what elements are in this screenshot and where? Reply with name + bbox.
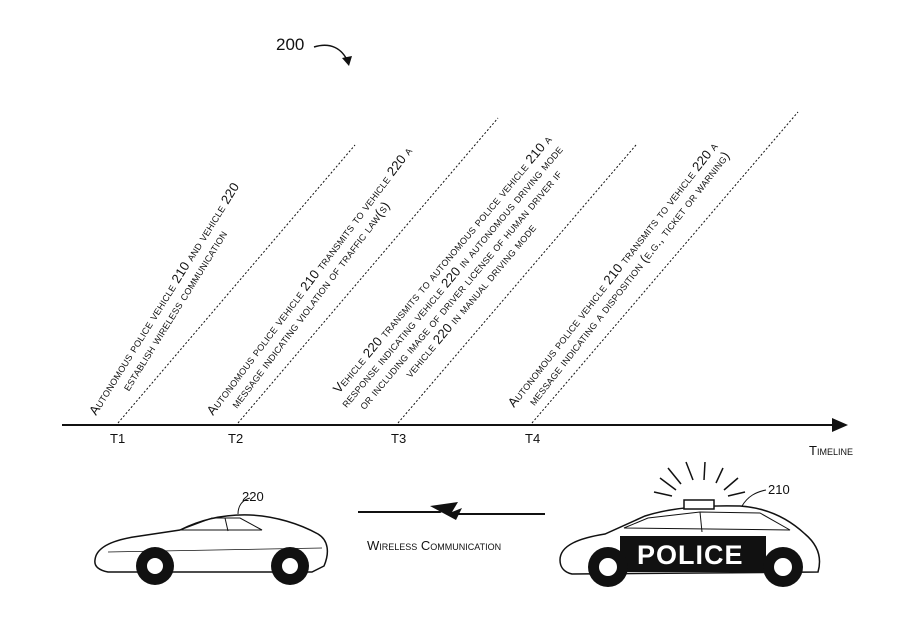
tick-t3: T3 — [391, 431, 406, 446]
event-1-dotted-line — [117, 144, 356, 424]
tick-t1: T1 — [110, 431, 125, 446]
timeline-arrowhead — [832, 418, 848, 432]
police-front-hub — [772, 556, 794, 578]
car-windows — [179, 517, 263, 531]
civilian-car-220 — [94, 497, 329, 585]
car-rear-hub — [145, 556, 165, 576]
event-1-line-2: establish wireless communication — [119, 227, 230, 393]
tick-t2: T2 — [228, 431, 243, 446]
figure-ref-arrowhead — [342, 56, 352, 66]
police-text: POLICE — [637, 540, 744, 570]
police-car-210: POLICE — [559, 461, 821, 587]
event-3-line-1: Vehicle 220 transmits to autonomous poli… — [330, 132, 555, 396]
police-banner — [620, 536, 766, 572]
event-4-line-2: message indicating a disposition (e.g., … — [525, 148, 733, 408]
civilian-car-ref-label: 220 — [242, 489, 264, 504]
wireless-label: Wireless Communication — [367, 538, 501, 553]
car-front-hub — [280, 556, 300, 576]
lightning-icon — [430, 502, 462, 520]
car-ref-leader — [237, 497, 251, 515]
timeline-label: Timeline — [809, 443, 853, 458]
car-pillar — [224, 517, 229, 532]
police-rear-hub — [597, 556, 619, 578]
tick-t4: T4 — [525, 431, 540, 446]
police-car-ref-label: 210 — [768, 482, 790, 497]
light-bar-icon — [683, 499, 715, 510]
figure-ref-arrow — [313, 44, 349, 63]
event-3-dotted-line — [397, 144, 637, 424]
event-1-line-1: Autonomous police vehicle 210 and vehicl… — [86, 180, 242, 418]
event-4-dotted-line — [531, 111, 799, 424]
siren-rays-icon — [653, 461, 746, 497]
police-ref-leader — [741, 489, 767, 507]
figure-ref-label: 200 — [276, 35, 304, 54]
event-2-dotted-line — [237, 117, 499, 424]
police-car-pillar — [699, 511, 703, 533]
police-car-windows — [623, 511, 791, 531]
